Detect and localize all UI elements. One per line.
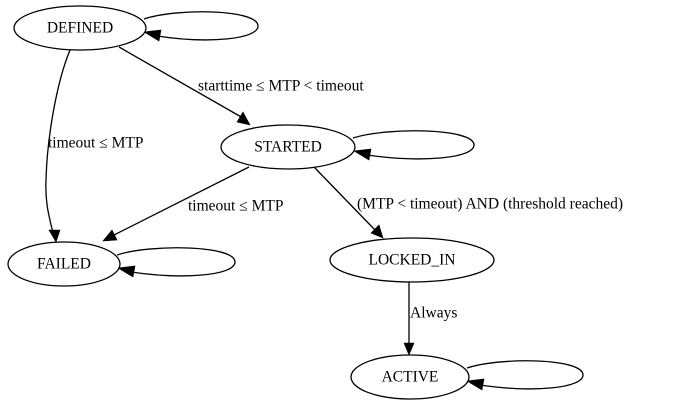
edge-defined-to-started [118, 46, 251, 126]
edge-defined-to-started-path [118, 46, 244, 119]
edge-started-to-failed [102, 166, 250, 242]
edge-locked-in-to-active [403, 282, 415, 356]
edge-defined-self-arrowhead [143, 29, 162, 42]
edge-defined-self-path [143, 11, 259, 41]
edge-started-self-path [352, 130, 475, 160]
edge-started-to-failed-path [111, 166, 250, 237]
edge-failed-self-path [116, 247, 236, 277]
edge-started-self [352, 130, 475, 161]
edge-defined-to-failed-path [45, 49, 71, 234]
edge-label-locked-in-to-active: Always [410, 305, 457, 322]
node-active-ellipse[interactable] [350, 354, 470, 400]
node-defined-label: DEFINED [47, 20, 113, 37]
node-started-ellipse[interactable] [220, 124, 356, 170]
edge-defined-to-failed [45, 49, 71, 243]
node-failed-label: FAILED [37, 256, 91, 273]
node-defined[interactable]: DEFINED [13, 5, 147, 51]
edge-started-to-failed-arrowhead [102, 229, 118, 242]
node-locked-in[interactable]: LOCKED_IN [329, 237, 495, 283]
edge-started-to-locked-in [313, 166, 384, 239]
node-failed-ellipse[interactable] [7, 241, 121, 287]
edge-label-started-to-failed: timeout ≤ MTP [188, 198, 283, 215]
node-defined-ellipse[interactable] [13, 5, 147, 51]
node-active-label: ACTIVE [382, 369, 439, 386]
edge-label-defined-to-failed: timeout ≤ MTP [48, 135, 143, 152]
edge-label-started-to-locked-in: (MTP < timeout) AND (threshold reached) [357, 196, 623, 213]
node-started-label: STARTED [254, 139, 322, 156]
edge-label-defined-to-started: starttime ≤ MTP < timeout [198, 78, 364, 95]
node-failed[interactable]: FAILED [7, 241, 121, 287]
edge-defined-to-started-arrowhead [236, 111, 251, 126]
node-locked-in-ellipse[interactable] [329, 237, 495, 283]
edge-active-self-path [466, 360, 584, 390]
edge-active-self-arrowhead [466, 378, 485, 391]
edge-locked-in-to-active-arrowhead [403, 342, 415, 356]
node-locked-in-label: LOCKED_IN [369, 252, 456, 269]
node-started[interactable]: STARTED [220, 124, 356, 170]
edge-failed-self-arrowhead [117, 265, 136, 278]
edge-failed-self [116, 247, 236, 278]
edge-defined-self [143, 11, 259, 42]
edge-started-to-locked-in-arrowhead [370, 224, 384, 239]
node-active[interactable]: ACTIVE [350, 354, 470, 400]
edge-started-self-arrowhead [353, 148, 372, 161]
edge-started-to-locked-in-path [313, 166, 376, 231]
edge-defined-to-failed-arrowhead [48, 229, 61, 243]
edge-active-self [466, 360, 584, 391]
